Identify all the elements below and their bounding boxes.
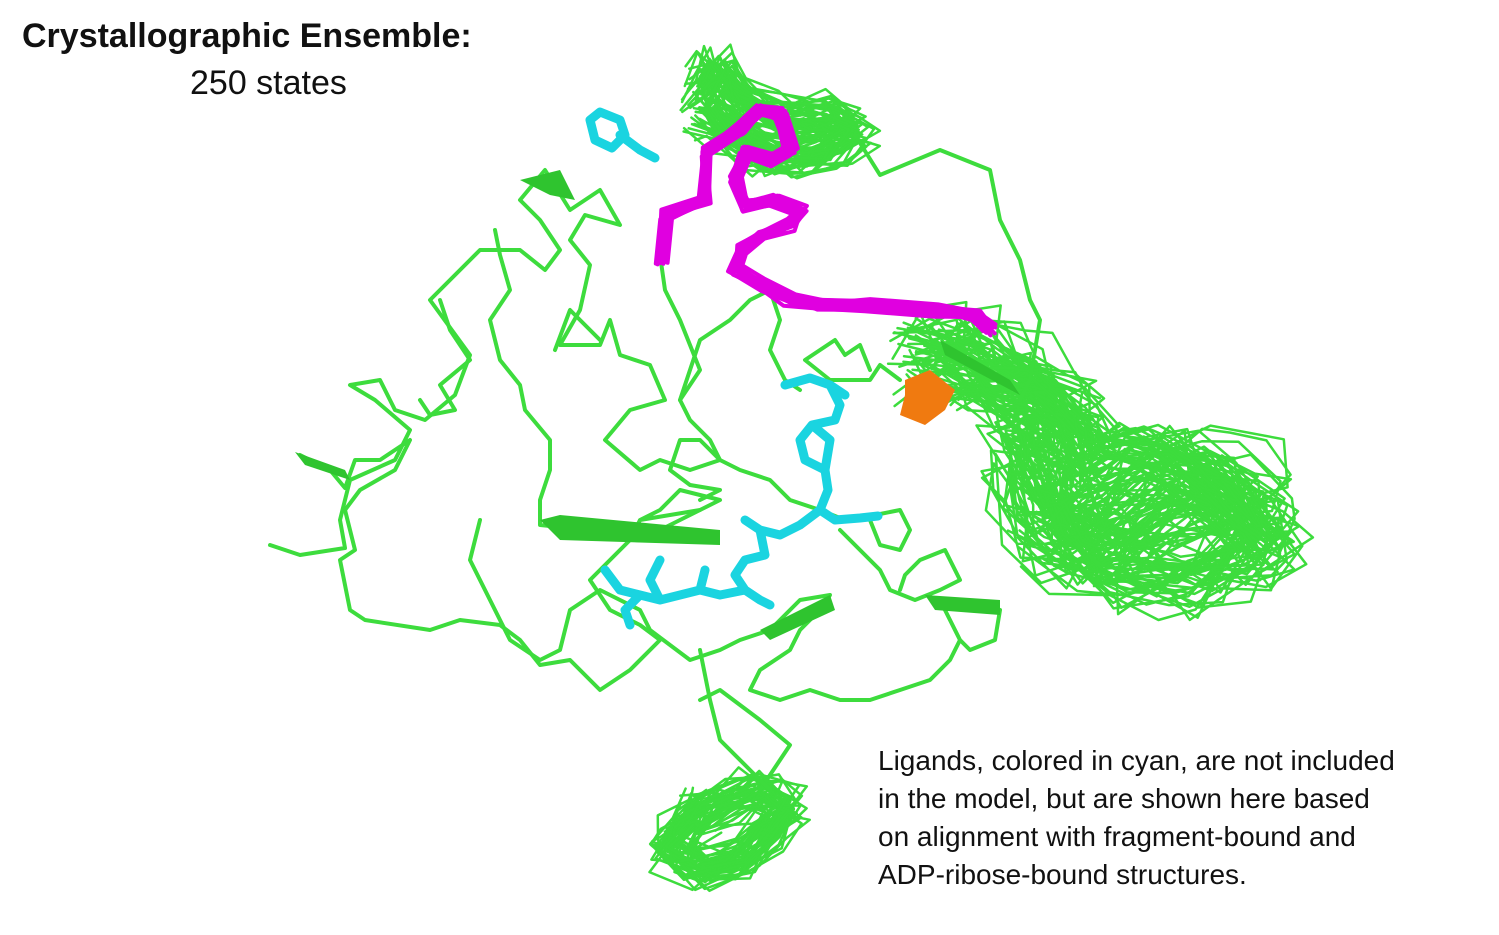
figure-title: Crystallographic Ensemble: <box>22 17 472 55</box>
ensemble-strand <box>905 373 1239 562</box>
ensemble-strand <box>906 342 1256 524</box>
ensemble-strand <box>675 773 798 857</box>
flexible-loop-ensemble-right <box>886 300 1315 622</box>
ensemble-strand <box>971 355 1301 593</box>
highlighted-residue-orange <box>900 370 955 425</box>
caption-line: ADP-ribose-bound structures. <box>878 859 1247 890</box>
ensemble-strand <box>655 110 993 338</box>
ensemble-strand <box>689 784 808 867</box>
caption-line: Ligands, colored in cyan, are not includ… <box>878 745 1395 776</box>
ensemble-strand <box>664 781 789 870</box>
ligand-adp-ribose <box>600 373 883 630</box>
caption-line: on alignment with fragment-bound and <box>878 821 1356 852</box>
caption-line: in the model, but are shown here based <box>878 783 1370 814</box>
ensemble-strand <box>940 357 1282 584</box>
highlighted-loop-magenta <box>653 103 998 338</box>
ensemble-strand <box>903 318 1242 561</box>
ensemble-strand <box>664 104 998 327</box>
ensemble-strand <box>929 324 1286 540</box>
ensemble-strand <box>911 353 1265 567</box>
figure-subtitle: 250 states <box>190 64 347 102</box>
ensemble-strand <box>928 342 1265 552</box>
ensemble-strand <box>650 783 786 864</box>
ligand-fragment-top <box>585 107 660 163</box>
ensemble-strand <box>688 804 802 875</box>
figure-caption: Ligands, colored in cyan, are not includ… <box>878 742 1488 894</box>
ensemble-strand <box>698 43 864 146</box>
protein-backbone <box>268 133 1042 792</box>
ensemble-strand <box>667 778 784 862</box>
flexible-loop-ensemble-bottom <box>648 766 811 893</box>
